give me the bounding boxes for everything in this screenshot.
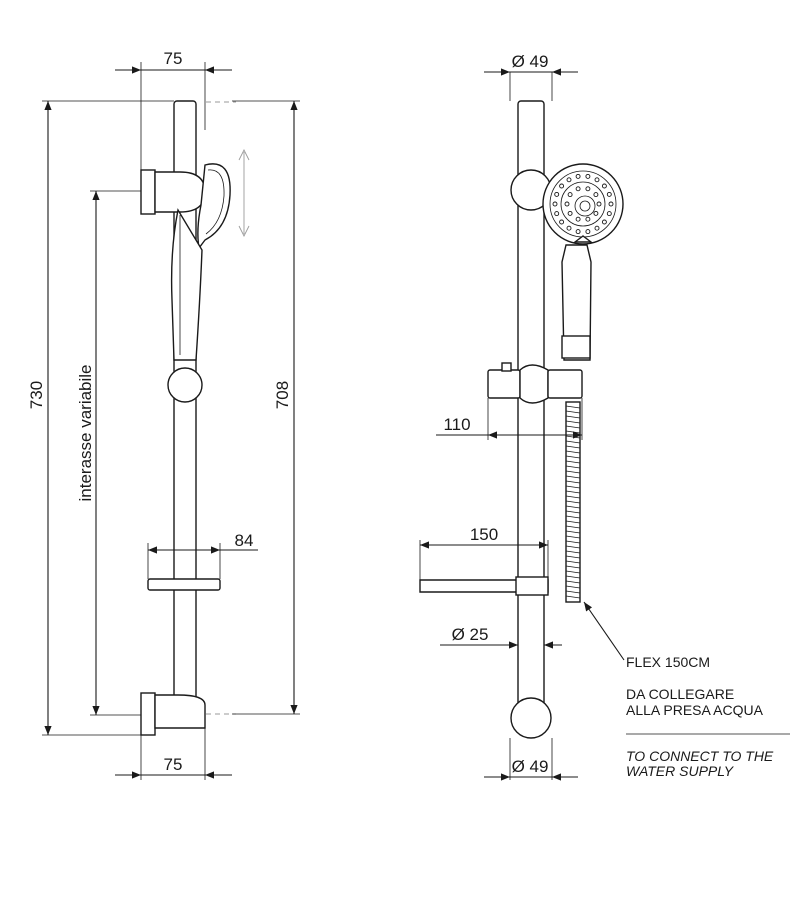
front-soap-dish xyxy=(147,578,221,591)
vertical-adjust-arrow xyxy=(238,148,250,238)
side-bottom-bracket xyxy=(510,697,552,739)
dim-bottom-diameter: Ø 49 xyxy=(512,757,549,776)
note-italian-line1: DA COLLEGARE xyxy=(626,686,734,702)
dim-fixing-height: 708 xyxy=(273,381,292,409)
side-hand-shower xyxy=(542,163,624,361)
side-soap-dish xyxy=(419,576,549,596)
front-top-bracket xyxy=(140,169,206,215)
side-view: Ø 49 Ø 49 110 150 Ø 25 FLEX 150CM DA COL xyxy=(419,52,790,781)
note-english-line1: TO CONNECT TO THE xyxy=(626,748,774,764)
dim-top-diameter: Ø 49 xyxy=(512,52,549,71)
dim-holder-projection: 110 xyxy=(443,415,470,434)
front-hand-shower xyxy=(170,163,231,361)
note-english-line2: WATER SUPPLY xyxy=(626,763,735,779)
front-bottom-bracket xyxy=(140,692,206,736)
front-slider-knob xyxy=(167,367,203,403)
dim-variable-spacing: interasse variabile xyxy=(76,364,95,501)
dim-soap-dish-width: 84 xyxy=(235,531,254,550)
hose-leader-arrow xyxy=(583,601,625,661)
nozzle-pattern xyxy=(552,173,614,235)
dim-bottom-width: 75 xyxy=(164,755,183,774)
side-flex-hose xyxy=(565,401,581,603)
dim-bar-diameter: Ø 25 xyxy=(452,625,489,644)
note-italian-line2: ALLA PRESA ACQUA xyxy=(626,702,764,718)
side-slider-holder xyxy=(487,362,583,404)
front-view: 75 75 730 708 interasse variabile xyxy=(27,49,300,780)
hose-length-label: FLEX 150CM xyxy=(626,654,710,670)
dim-soap-dish-depth: 150 xyxy=(470,525,498,544)
dim-total-height: 730 xyxy=(27,381,46,409)
dim-top-width: 75 xyxy=(164,49,183,68)
